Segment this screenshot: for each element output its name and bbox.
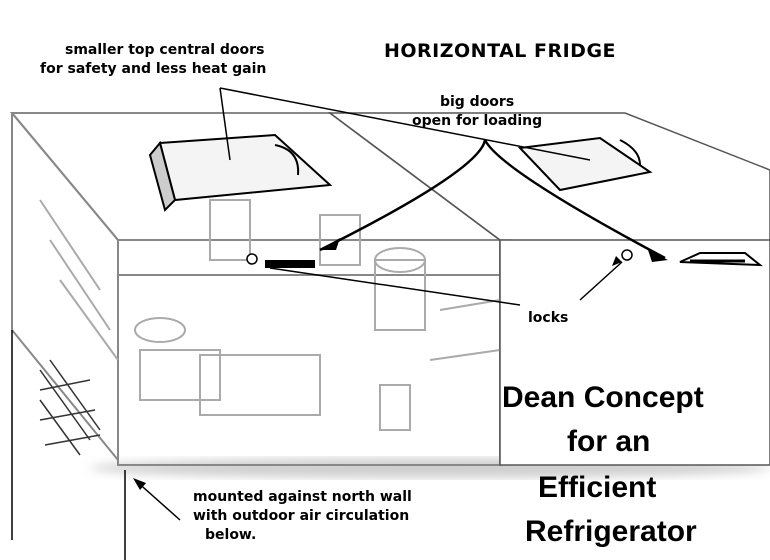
top-door-left (148, 133, 333, 212)
lock-left-icon (246, 253, 258, 265)
big-doors-note: big doors open for loading (412, 93, 542, 131)
big-doors-note-line1: big doors (439, 94, 515, 110)
concept-line3: Efficient (538, 471, 657, 504)
concept-line1: Dean Concept (502, 381, 704, 414)
diagram-title: HORIZONTAL FRIDGE (384, 40, 617, 62)
mounting-note: mounted against north wall with outdoor … (193, 488, 412, 545)
wall-frame (11, 330, 126, 560)
mounting-note-line1: mounted against north wall (193, 489, 412, 505)
top-doors-note-line2: for safety and less heat gain (40, 61, 267, 77)
locks-label: locks (528, 310, 569, 326)
top-doors-note: smaller top central doors for safety and… (40, 41, 266, 79)
top-doors-note-line1: smaller top central doors (64, 42, 265, 58)
lock-right-icon (621, 249, 633, 261)
mounting-note-line2: with outdoor air circulation (193, 508, 410, 524)
big-doors-note-line2: open for loading (412, 113, 543, 129)
handle-left (265, 260, 315, 268)
mounting-note-line3: below. (205, 527, 257, 543)
top-door-right (517, 136, 653, 192)
concept-line4: Refrigerator (525, 515, 697, 548)
concept-line2: for an (567, 425, 651, 458)
pointer-lines (134, 87, 666, 521)
